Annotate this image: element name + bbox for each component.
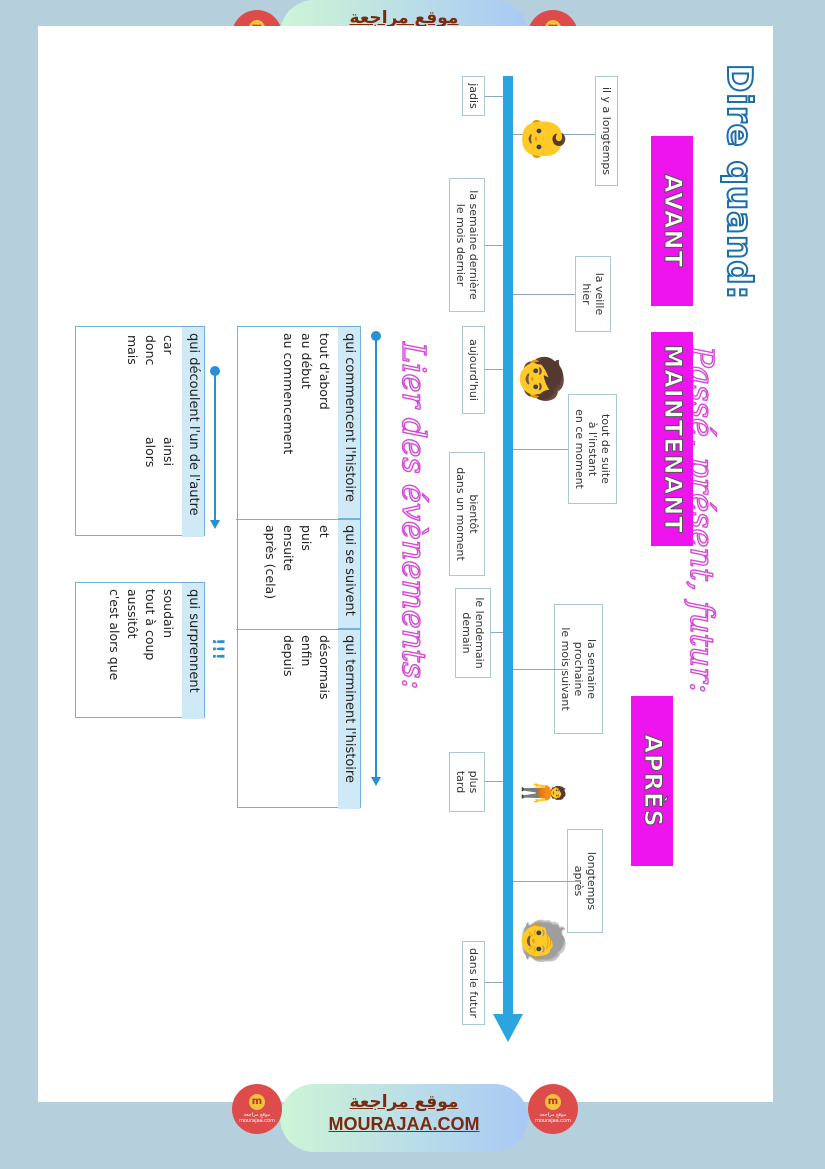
consequence-arrow-icon bbox=[210, 520, 220, 529]
consequence-header: qui découlent l'un de l'autre bbox=[182, 327, 204, 537]
connector bbox=[485, 245, 503, 246]
label-maintenant: MAINTENANT bbox=[651, 332, 693, 546]
bottom-site-banner[interactable]: موقع مراجعة MOURAJAA.COM bbox=[280, 1084, 528, 1152]
connector bbox=[485, 96, 503, 97]
connector bbox=[485, 781, 503, 782]
connector bbox=[491, 632, 503, 633]
events-sequence-cell: après (cela) bbox=[263, 525, 278, 600]
adult-figure-icon: 🧍 bbox=[520, 768, 566, 818]
connector bbox=[513, 669, 568, 670]
timeline-label-futur: dans le futur bbox=[462, 941, 485, 1025]
consequence-arrow bbox=[214, 372, 216, 522]
subtitle-lier-evenements: Lier des évènements: bbox=[394, 341, 433, 690]
logo-caption: موقع مراجعة bbox=[243, 1112, 271, 1118]
events-sequence-cell: puis bbox=[299, 525, 314, 551]
site-logo-right-bottom: m موقع مراجعة mourajaa.com bbox=[528, 1084, 578, 1134]
timeline-label-longtemps: il y a longtemps bbox=[595, 76, 618, 186]
table-divider bbox=[236, 629, 360, 630]
consequence-table: qui découlent l'un de l'autre car donc m… bbox=[75, 326, 205, 537]
connector bbox=[513, 449, 568, 450]
timeline-label-semaine-derniere: la semaine dernière le mois dernier bbox=[449, 178, 485, 312]
table-divider bbox=[236, 519, 360, 520]
logo-domain: mourajaa.com bbox=[238, 1118, 275, 1124]
child-figure-icon: 🧒 bbox=[518, 354, 564, 404]
rotated-content: Dire quand: AVANT Passé, présent, futur:… bbox=[38, 26, 773, 1102]
logo-mark-icon: m bbox=[545, 1094, 561, 1110]
banner-domain-text: MOURAJAA.COM bbox=[328, 1114, 480, 1134]
surprise-marks: !!! bbox=[209, 638, 228, 660]
connector bbox=[513, 881, 581, 882]
surprise-cell: tout à coup bbox=[143, 589, 158, 661]
consequence-cell: car bbox=[161, 335, 176, 355]
logo-mark-icon: m bbox=[249, 1094, 265, 1110]
events-table: qui commencent l'histoire qui se suivent… bbox=[236, 326, 361, 809]
document-page: Dire quand: AVANT Passé, présent, futur:… bbox=[38, 26, 773, 1102]
events-start-cell: au début bbox=[299, 333, 314, 389]
events-sequence-cell: ensuite bbox=[281, 525, 296, 572]
timeline-axis bbox=[503, 76, 513, 1016]
connector bbox=[513, 294, 575, 295]
timeline-label-tout-de-suite: tout de suite à l'instant en ce moment bbox=[568, 394, 617, 504]
doc-title: Dire quand: bbox=[718, 63, 760, 301]
logo-domain: mourajaa.com bbox=[534, 1118, 571, 1124]
label-apres: APRÈS bbox=[631, 696, 673, 866]
banner-arabic-text: موقع مراجعة bbox=[349, 8, 459, 28]
consequence-cell: alors bbox=[143, 437, 158, 468]
connector bbox=[485, 982, 503, 983]
surprise-cell: soudain bbox=[161, 589, 176, 639]
events-header-sequence: qui se suivent bbox=[338, 519, 360, 629]
timeline-label-bientot: bientôt dans un moment bbox=[449, 452, 485, 576]
events-header-start: qui commencent l'histoire bbox=[338, 327, 360, 519]
surprise-header: qui surprennent bbox=[182, 583, 204, 719]
timeline-label-jadis: jadis bbox=[462, 76, 485, 116]
events-start-cell: tout d'abord bbox=[317, 333, 332, 410]
timeline-label-plus-tard: plus tard bbox=[449, 752, 485, 812]
events-end-cell: désormais bbox=[317, 635, 332, 700]
timeline-label-lendemain: le lendemain demain bbox=[455, 588, 491, 678]
sequence-arrow bbox=[375, 338, 377, 778]
surprise-cell: c'est alors que bbox=[107, 589, 122, 681]
consequence-cell: donc bbox=[143, 335, 158, 366]
events-end-cell: enfin bbox=[299, 635, 314, 667]
events-header-end: qui terminent l'histoire bbox=[338, 629, 360, 809]
consequence-cell: ainsi bbox=[161, 437, 176, 467]
consequence-cell: mais bbox=[125, 335, 140, 365]
connector bbox=[485, 369, 503, 370]
events-start-cell: au commencement bbox=[281, 333, 296, 455]
timeline-label-aujourdhui: aujourd'hui bbox=[462, 326, 485, 414]
banner-arabic-text: موقع مراجعة bbox=[349, 1092, 459, 1112]
logo-caption: موقع مراجعة bbox=[539, 1112, 567, 1118]
timeline-label-veille: la veille hier bbox=[575, 256, 611, 332]
surprise-cell: aussitôt bbox=[125, 589, 140, 639]
site-logo-left-bottom: m موقع مراجعة mourajaa.com bbox=[232, 1084, 282, 1134]
events-end-cell: depuis bbox=[281, 635, 296, 677]
surprise-table: qui surprennent soudain tout à coup auss… bbox=[75, 582, 205, 719]
sequence-arrow-icon bbox=[371, 777, 381, 786]
timeline-arrow-icon bbox=[493, 1014, 523, 1042]
elder-figure-icon: 🧓 bbox=[520, 916, 566, 966]
events-sequence-cell: et bbox=[317, 525, 332, 538]
label-avant: AVANT bbox=[651, 136, 693, 306]
baby-figure-icon: 👶 bbox=[520, 114, 566, 164]
